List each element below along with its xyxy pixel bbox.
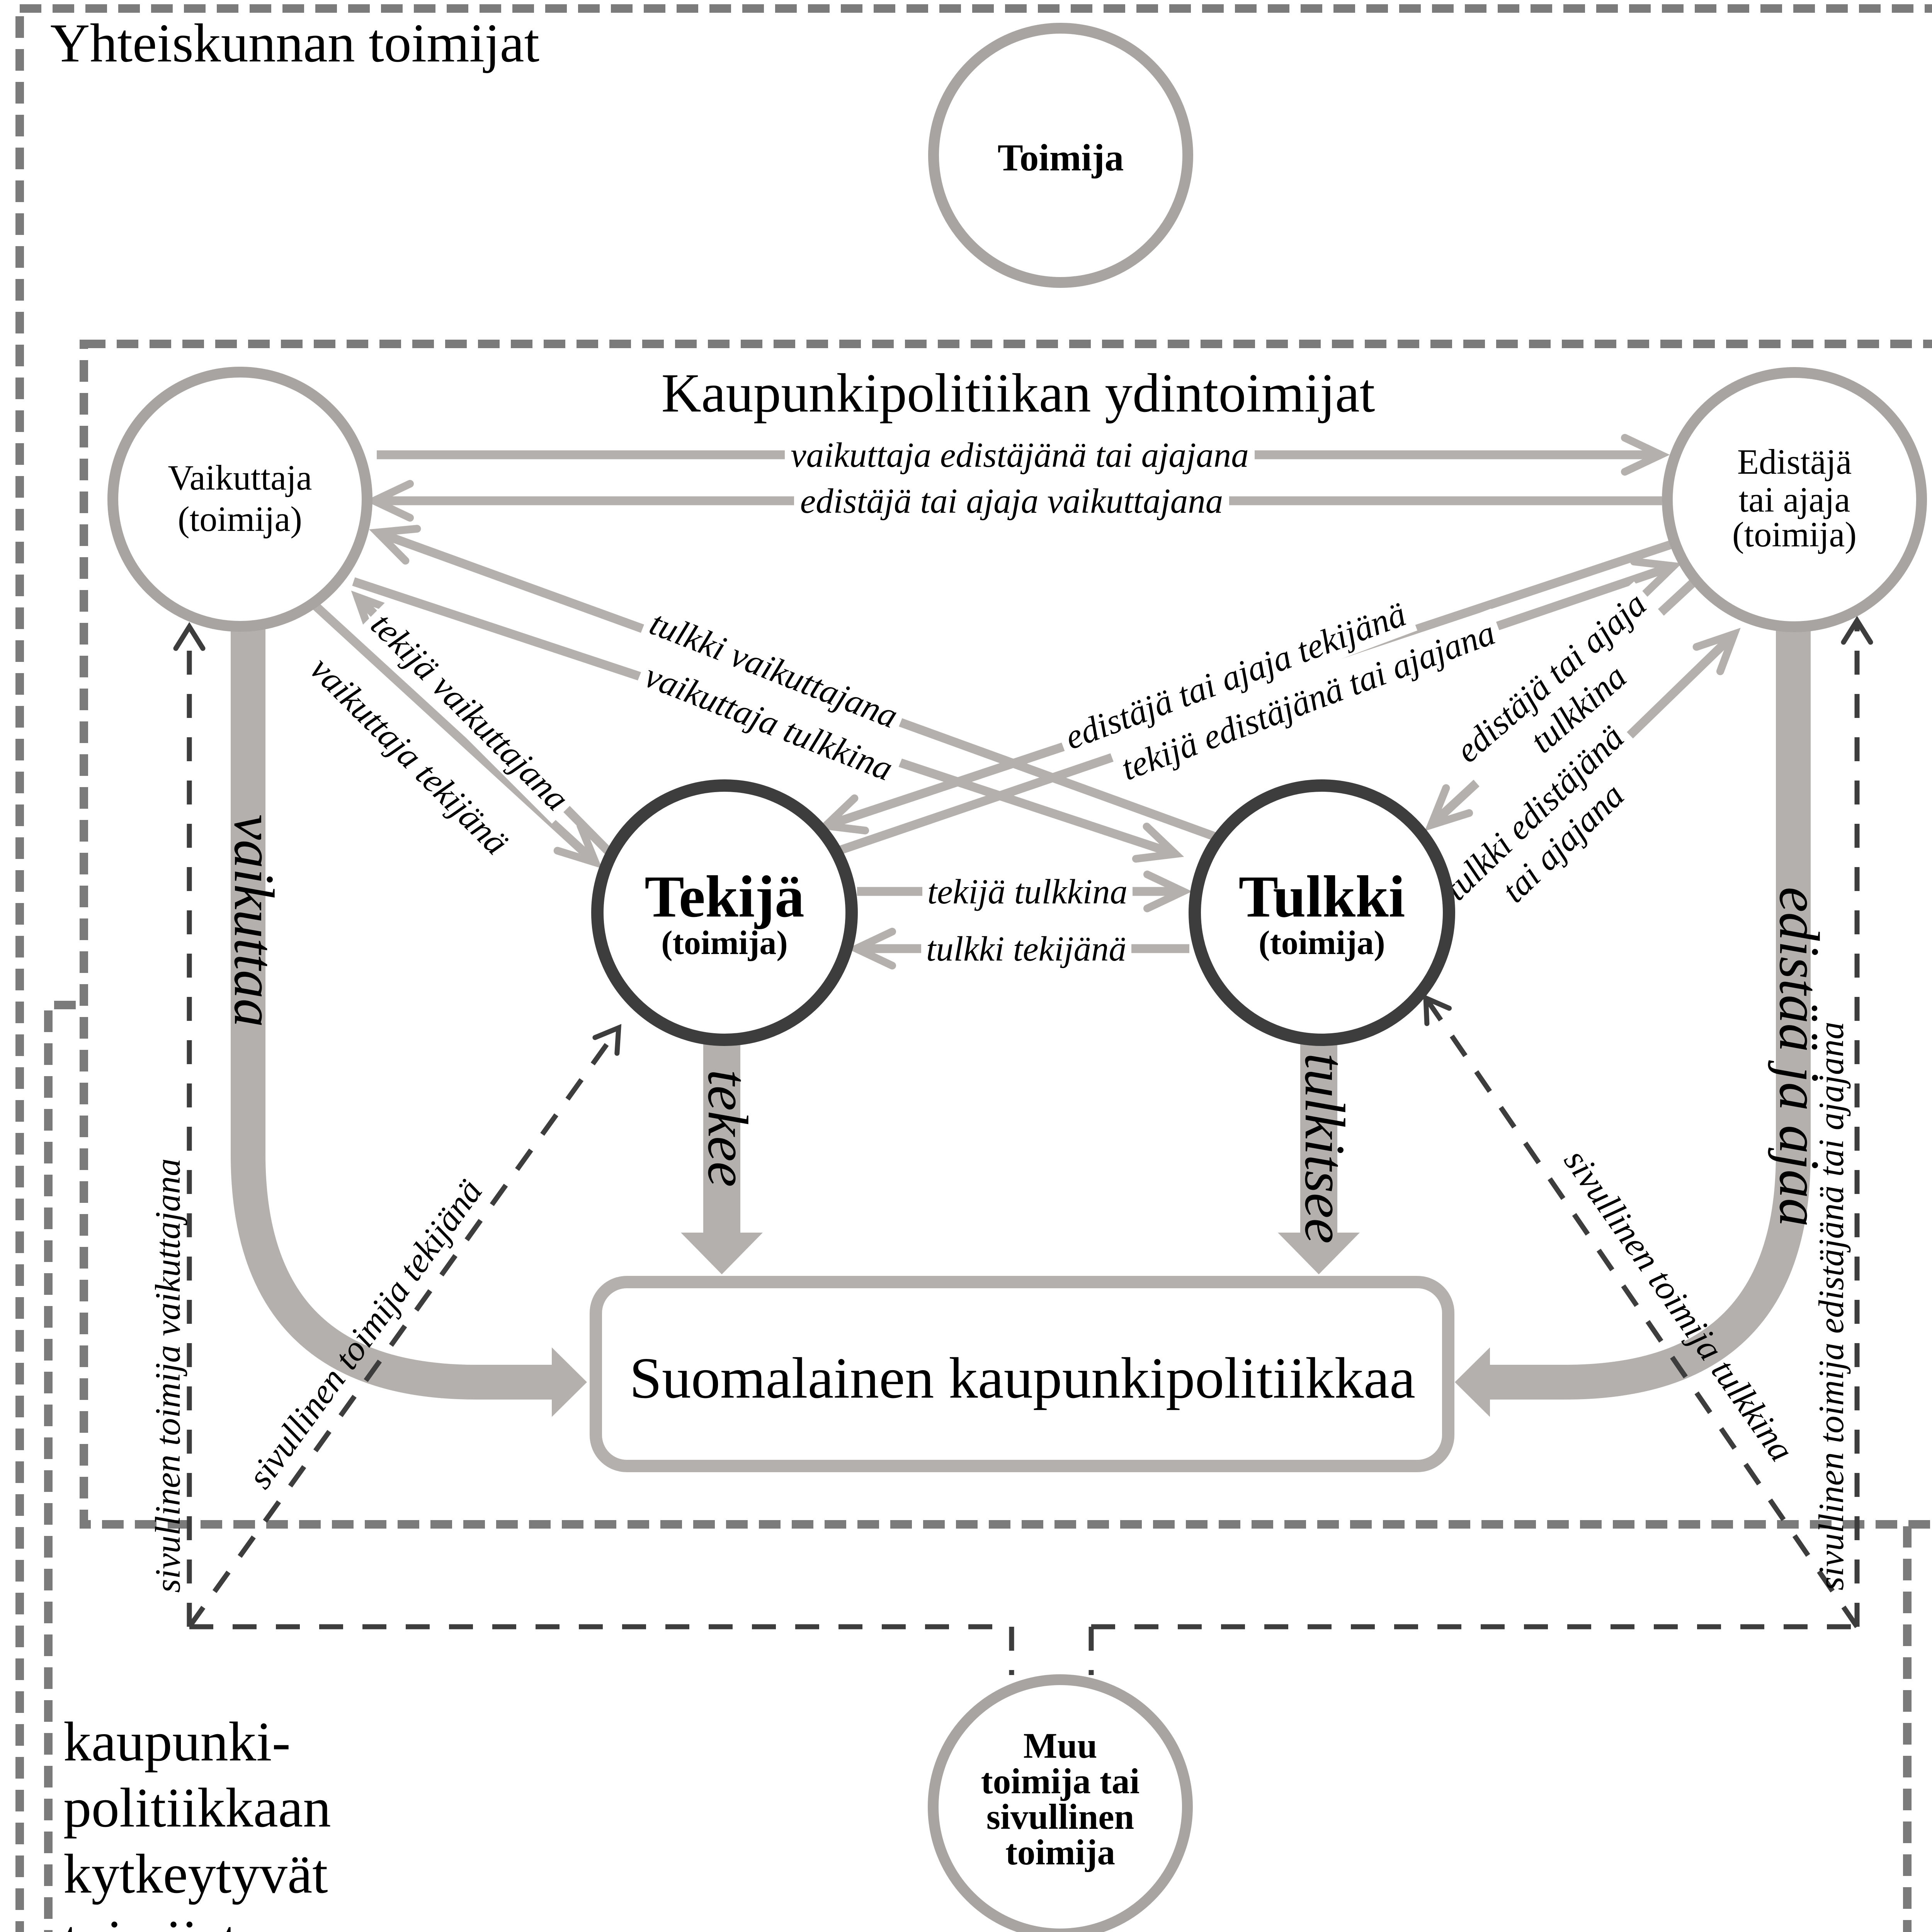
svg-text:politiikkaan: politiikkaan bbox=[63, 1777, 331, 1839]
svg-text:vaikuttaa: vaikuttaa bbox=[222, 815, 286, 1027]
svg-text:tulkitsee: tulkitsee bbox=[1293, 1053, 1356, 1243]
svg-text:kaupunki-: kaupunki- bbox=[63, 1711, 291, 1773]
svg-text:(toimija): (toimija) bbox=[1732, 515, 1857, 554]
svg-text:Tekijä: Tekijä bbox=[645, 864, 804, 930]
svg-text:kytkeytyvät: kytkeytyvät bbox=[63, 1843, 328, 1905]
svg-text:tekijä tulkkina: tekijä tulkkina bbox=[927, 872, 1128, 911]
svg-text:(toimija): (toimija) bbox=[178, 499, 302, 539]
svg-text:Vaikuttaja: Vaikuttaja bbox=[168, 458, 312, 497]
svg-text:tulkki tekijänä: tulkki tekijänä bbox=[926, 929, 1126, 968]
svg-text:Yhteiskunnan toimijat: Yhteiskunnan toimijat bbox=[50, 12, 539, 73]
svg-text:Edistäjä: Edistäjä bbox=[1737, 442, 1852, 481]
svg-text:toimija tai: toimija tai bbox=[981, 1762, 1140, 1801]
svg-text:Suomalainen kaupunkipolitiikka: Suomalainen kaupunkipolitiikkaa bbox=[629, 1345, 1415, 1410]
svg-text:sivullinen: sivullinen bbox=[986, 1797, 1134, 1837]
svg-text:(toimija): (toimija) bbox=[1259, 924, 1385, 962]
svg-text:sivullinen toimija tekijänä: sivullinen toimija tekijänä bbox=[240, 1172, 490, 1495]
svg-text:edistäjä tai ajaja vaikuttajan: edistäjä tai ajaja vaikuttajana bbox=[800, 481, 1223, 520]
svg-text:(toimija): (toimija) bbox=[661, 924, 787, 962]
svg-text:Kaupunkipolitiikan ydintoimija: Kaupunkipolitiikan ydintoimijat bbox=[662, 362, 1375, 423]
svg-text:Tulkki: Tulkki bbox=[1238, 864, 1405, 930]
svg-text:Muu: Muu bbox=[1023, 1726, 1097, 1766]
svg-text:sivullinen toimija vaikuttajan: sivullinen toimija vaikuttajana bbox=[148, 1158, 187, 1593]
svg-text:sivullinen toimija edistäjänä: sivullinen toimija edistäjänä tai ajajan… bbox=[1811, 1022, 1851, 1590]
svg-text:tai ajaja: tai ajaja bbox=[1739, 480, 1850, 519]
svg-text:Toimija: Toimija bbox=[998, 137, 1124, 179]
svg-text:tekee: tekee bbox=[696, 1070, 759, 1187]
svg-text:edistää ja ajaa: edistää ja ajaa bbox=[1767, 887, 1831, 1227]
svg-text:vaikuttaja edistäjänä tai ajaj: vaikuttaja edistäjänä tai ajajana bbox=[791, 435, 1248, 474]
svg-text:toimija: toimija bbox=[1005, 1833, 1115, 1872]
svg-text:toimijat: toimijat bbox=[63, 1909, 238, 1932]
